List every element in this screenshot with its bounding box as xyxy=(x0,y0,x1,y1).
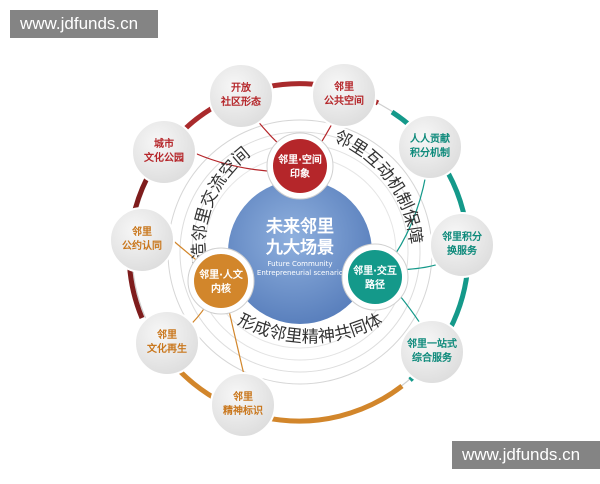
watermark-bottom: www.jdfunds.cn xyxy=(452,441,600,469)
outer-node-contribution-points-line2: 积分机制 xyxy=(410,146,450,159)
outer-node-culture-revival-line1: 邻里 xyxy=(157,328,177,341)
center-circle: 未来邻里 九大场景 Future Community Entrepreneuri… xyxy=(228,180,372,324)
inner-node-culture-line2: 内核 xyxy=(211,282,231,295)
center-subtitle-line1: Future Community xyxy=(267,260,332,268)
outer-node-city-park: 城市 文化公园 xyxy=(131,119,197,185)
inner-node-interaction: 邻里·交互 路径 xyxy=(341,243,409,311)
outer-node-one-stop-service-line1: 邻里一站式 xyxy=(407,337,457,350)
inner-node-interaction-line2: 路径 xyxy=(365,278,385,291)
outer-node-one-stop-service: 邻里一站式 综合服务 xyxy=(399,319,465,385)
outer-node-open-community-line1: 开放 xyxy=(231,81,252,94)
outer-node-contribution-points-line1: 人人贡献 xyxy=(410,132,450,145)
outer-node-neighbor-consensus: 邻里 公约认同 xyxy=(109,207,175,273)
outer-node-points-exchange: 邻里积分 换服务 xyxy=(429,212,495,278)
inner-node-culture-line1: 邻里·人文 xyxy=(199,268,244,281)
center-subtitle-line2: Entrepreneurial scenario xyxy=(257,269,343,277)
outer-node-public-space-line2: 公共空间 xyxy=(324,94,364,107)
outer-node-culture-revival-line2: 文化再生 xyxy=(147,342,187,355)
outer-node-city-park-line2: 文化公园 xyxy=(144,151,184,164)
inner-node-space-line1: 邻里·空间 xyxy=(278,153,322,166)
outer-node-spirit-identity-line2: 精神标识 xyxy=(223,404,263,417)
center-title-line1: 未来邻里 xyxy=(265,216,334,237)
outer-node-public-space-line1: 邻里 xyxy=(334,80,354,93)
outer-node-spirit-identity-line1: 邻里 xyxy=(233,390,253,403)
outer-node-one-stop-service-line2: 综合服务 xyxy=(412,351,453,364)
outer-node-open-community: 开放 社区形态 xyxy=(208,63,274,129)
outer-node-points-exchange-line1: 邻里积分 xyxy=(442,230,482,243)
outer-node-public-space: 邻里 公共空间 xyxy=(311,62,377,128)
inner-node-culture: 邻里·人文 内核 xyxy=(187,247,255,315)
outer-node-open-community-line2: 社区形态 xyxy=(220,95,261,108)
outer-node-neighbor-consensus-line2: 公约认同 xyxy=(122,239,162,252)
watermark-top: www.jdfunds.cn xyxy=(10,10,158,38)
outer-node-spirit-identity: 邻里 精神标识 xyxy=(210,372,276,438)
outer-node-culture-revival: 邻里 文化再生 xyxy=(134,310,200,376)
center-title-line2: 九大场景 xyxy=(265,237,334,258)
outer-node-neighbor-consensus-line1: 邻里 xyxy=(132,225,152,238)
outer-node-city-park-line1: 城市 xyxy=(154,137,174,150)
outer-node-points-exchange-line2: 换服务 xyxy=(447,244,478,257)
inner-node-interaction-line1: 邻里·交互 xyxy=(353,264,397,277)
inner-node-space-line2: 印象 xyxy=(290,167,310,180)
inner-node-space: 邻里·空间 印象 xyxy=(266,132,334,200)
outer-node-contribution-points: 人人贡献 积分机制 xyxy=(397,114,463,180)
